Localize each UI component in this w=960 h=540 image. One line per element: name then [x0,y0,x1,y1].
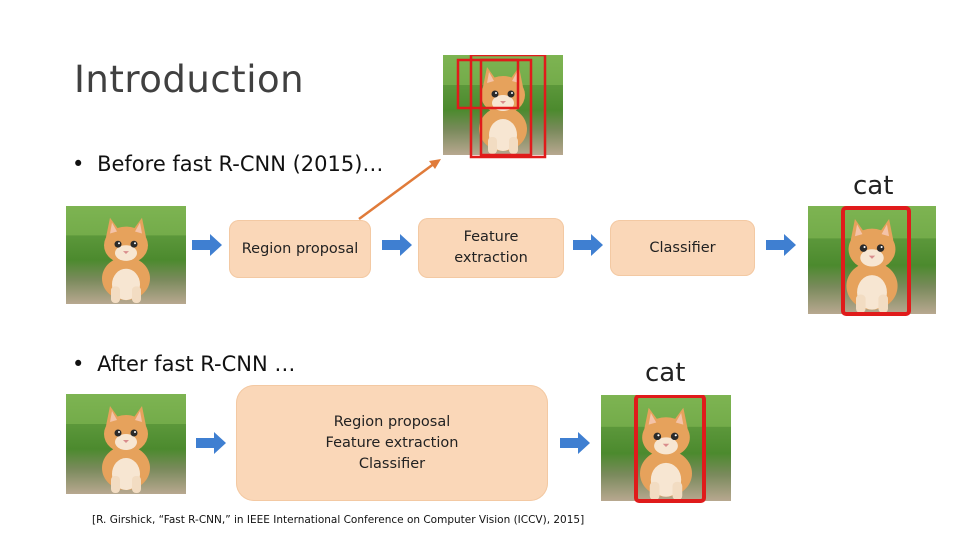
bullet-after: • After fast R-CNN … [72,352,295,376]
feature-extraction-box: Feature extraction [418,218,564,278]
fast-rcnn-line-region-proposal: Region proposal [333,413,451,430]
output-image-after [601,395,731,506]
flow-arrow-icon [560,432,590,454]
fast-rcnn-box: Region proposal Feature extraction Class… [236,385,548,501]
fast-rcnn-line-classifier: Classifier [358,455,426,472]
citation: [R. Girshick, “Fast R-CNN,” in IEEE Inte… [92,514,585,526]
flow-arrow-icon [382,234,412,256]
input-image-after [66,394,186,499]
detection-box [841,206,911,316]
bullet-after-text: After fast R-CNN … [97,352,296,376]
slide-title: Introduction [74,58,305,101]
output-label-before: cat [853,171,894,201]
feature-extraction-label: Feature extraction [454,229,528,266]
region-proposal-box: Region proposal [229,220,371,278]
bullet-dot: • [72,352,85,376]
proposal-example-image [443,55,563,160]
classifier-box: Classifier [610,220,755,276]
output-label-after: cat [645,358,686,388]
input-image-before [66,206,186,309]
flow-arrow-icon [766,234,796,256]
output-image-before [808,206,936,319]
bullet-dot: • [72,152,85,176]
fast-rcnn-line-feature-extraction: Feature extraction [325,434,459,451]
flow-arrow-icon [196,432,226,454]
flow-arrow-icon [192,234,222,256]
region-proposal-label: Region proposal [241,240,359,257]
flow-arrow-icon [573,234,603,256]
proposal-boxes [456,55,547,159]
classifier-label: Classifier [649,239,716,256]
pointer-arrow-icon [358,159,441,221]
bullet-before: • Before fast R-CNN (2015)… [72,152,383,176]
detection-box [634,395,706,503]
bullet-before-text: Before fast R-CNN (2015)… [97,152,384,176]
